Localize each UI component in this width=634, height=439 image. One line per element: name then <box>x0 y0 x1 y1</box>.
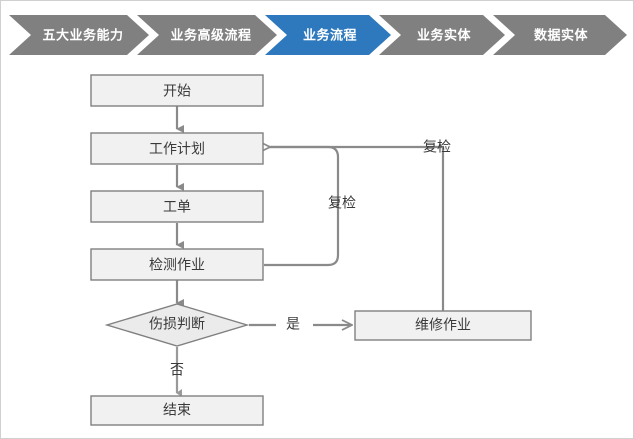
edge-label-recheck-inner: 复检 <box>328 195 356 211</box>
node-work-plan-label: 工作计划 <box>149 141 205 157</box>
node-work-order-label: 工单 <box>163 199 191 215</box>
breadcrumb: 五大业务能力 业务高级流程 业务流程 业务实体 数据实体 <box>1 13 633 57</box>
node-start-label: 开始 <box>163 83 191 99</box>
breadcrumb-chevron-0 <box>9 15 149 55</box>
edge-recheck-outer <box>269 145 445 311</box>
breadcrumb-chevron-3 <box>379 15 505 55</box>
node-end[interactable]: 结束 <box>90 395 264 426</box>
node-decision[interactable]: 伤损判断 <box>104 303 250 347</box>
breadcrumb-item-3[interactable]: 业务实体 <box>379 15 505 55</box>
node-end-box <box>90 395 264 426</box>
node-maintenance-label: 维修作业 <box>415 317 471 333</box>
breadcrumb-chevron-1 <box>137 15 277 55</box>
edge-label-recheck-outer: 复检 <box>423 139 451 155</box>
node-decision-label: 伤损判断 <box>149 316 205 332</box>
edge-recheck-inner <box>264 147 340 267</box>
node-end-label: 结束 <box>163 402 191 418</box>
node-work-plan[interactable]: 工作计划 <box>90 132 264 165</box>
breadcrumb-label-0: 五大业务能力 <box>42 27 123 42</box>
node-work-order[interactable]: 工单 <box>90 190 264 223</box>
edge-label-no: 否 <box>170 362 184 378</box>
breadcrumb-label-4: 数据实体 <box>534 27 589 42</box>
breadcrumb-item-2[interactable]: 业务流程 <box>265 15 391 55</box>
breadcrumb-label-2: 业务流程 <box>303 27 357 42</box>
breadcrumb-label-3: 业务实体 <box>417 27 472 42</box>
breadcrumb-item-4[interactable]: 数据实体 <box>493 15 627 55</box>
node-maintenance-box <box>354 310 532 341</box>
edge-label-yes: 是 <box>286 316 300 332</box>
node-decision-shape <box>104 303 250 347</box>
breadcrumb-item-0[interactable]: 五大业务能力 <box>9 15 149 55</box>
breadcrumb-chevron-4 <box>493 15 627 55</box>
node-start-box <box>90 74 264 107</box>
node-maintenance[interactable]: 维修作业 <box>354 310 532 341</box>
breadcrumb-item-1[interactable]: 业务高级流程 <box>137 15 277 55</box>
node-inspection-box <box>90 248 264 281</box>
breadcrumb-label-1: 业务高级流程 <box>170 27 251 42</box>
breadcrumb-chevron-2 <box>265 15 391 55</box>
node-inspection-label: 检测作业 <box>149 257 205 273</box>
node-start[interactable]: 开始 <box>90 74 264 107</box>
node-work-plan-box <box>90 132 264 165</box>
node-work-order-box <box>90 190 264 223</box>
node-inspection[interactable]: 检测作业 <box>90 248 264 281</box>
